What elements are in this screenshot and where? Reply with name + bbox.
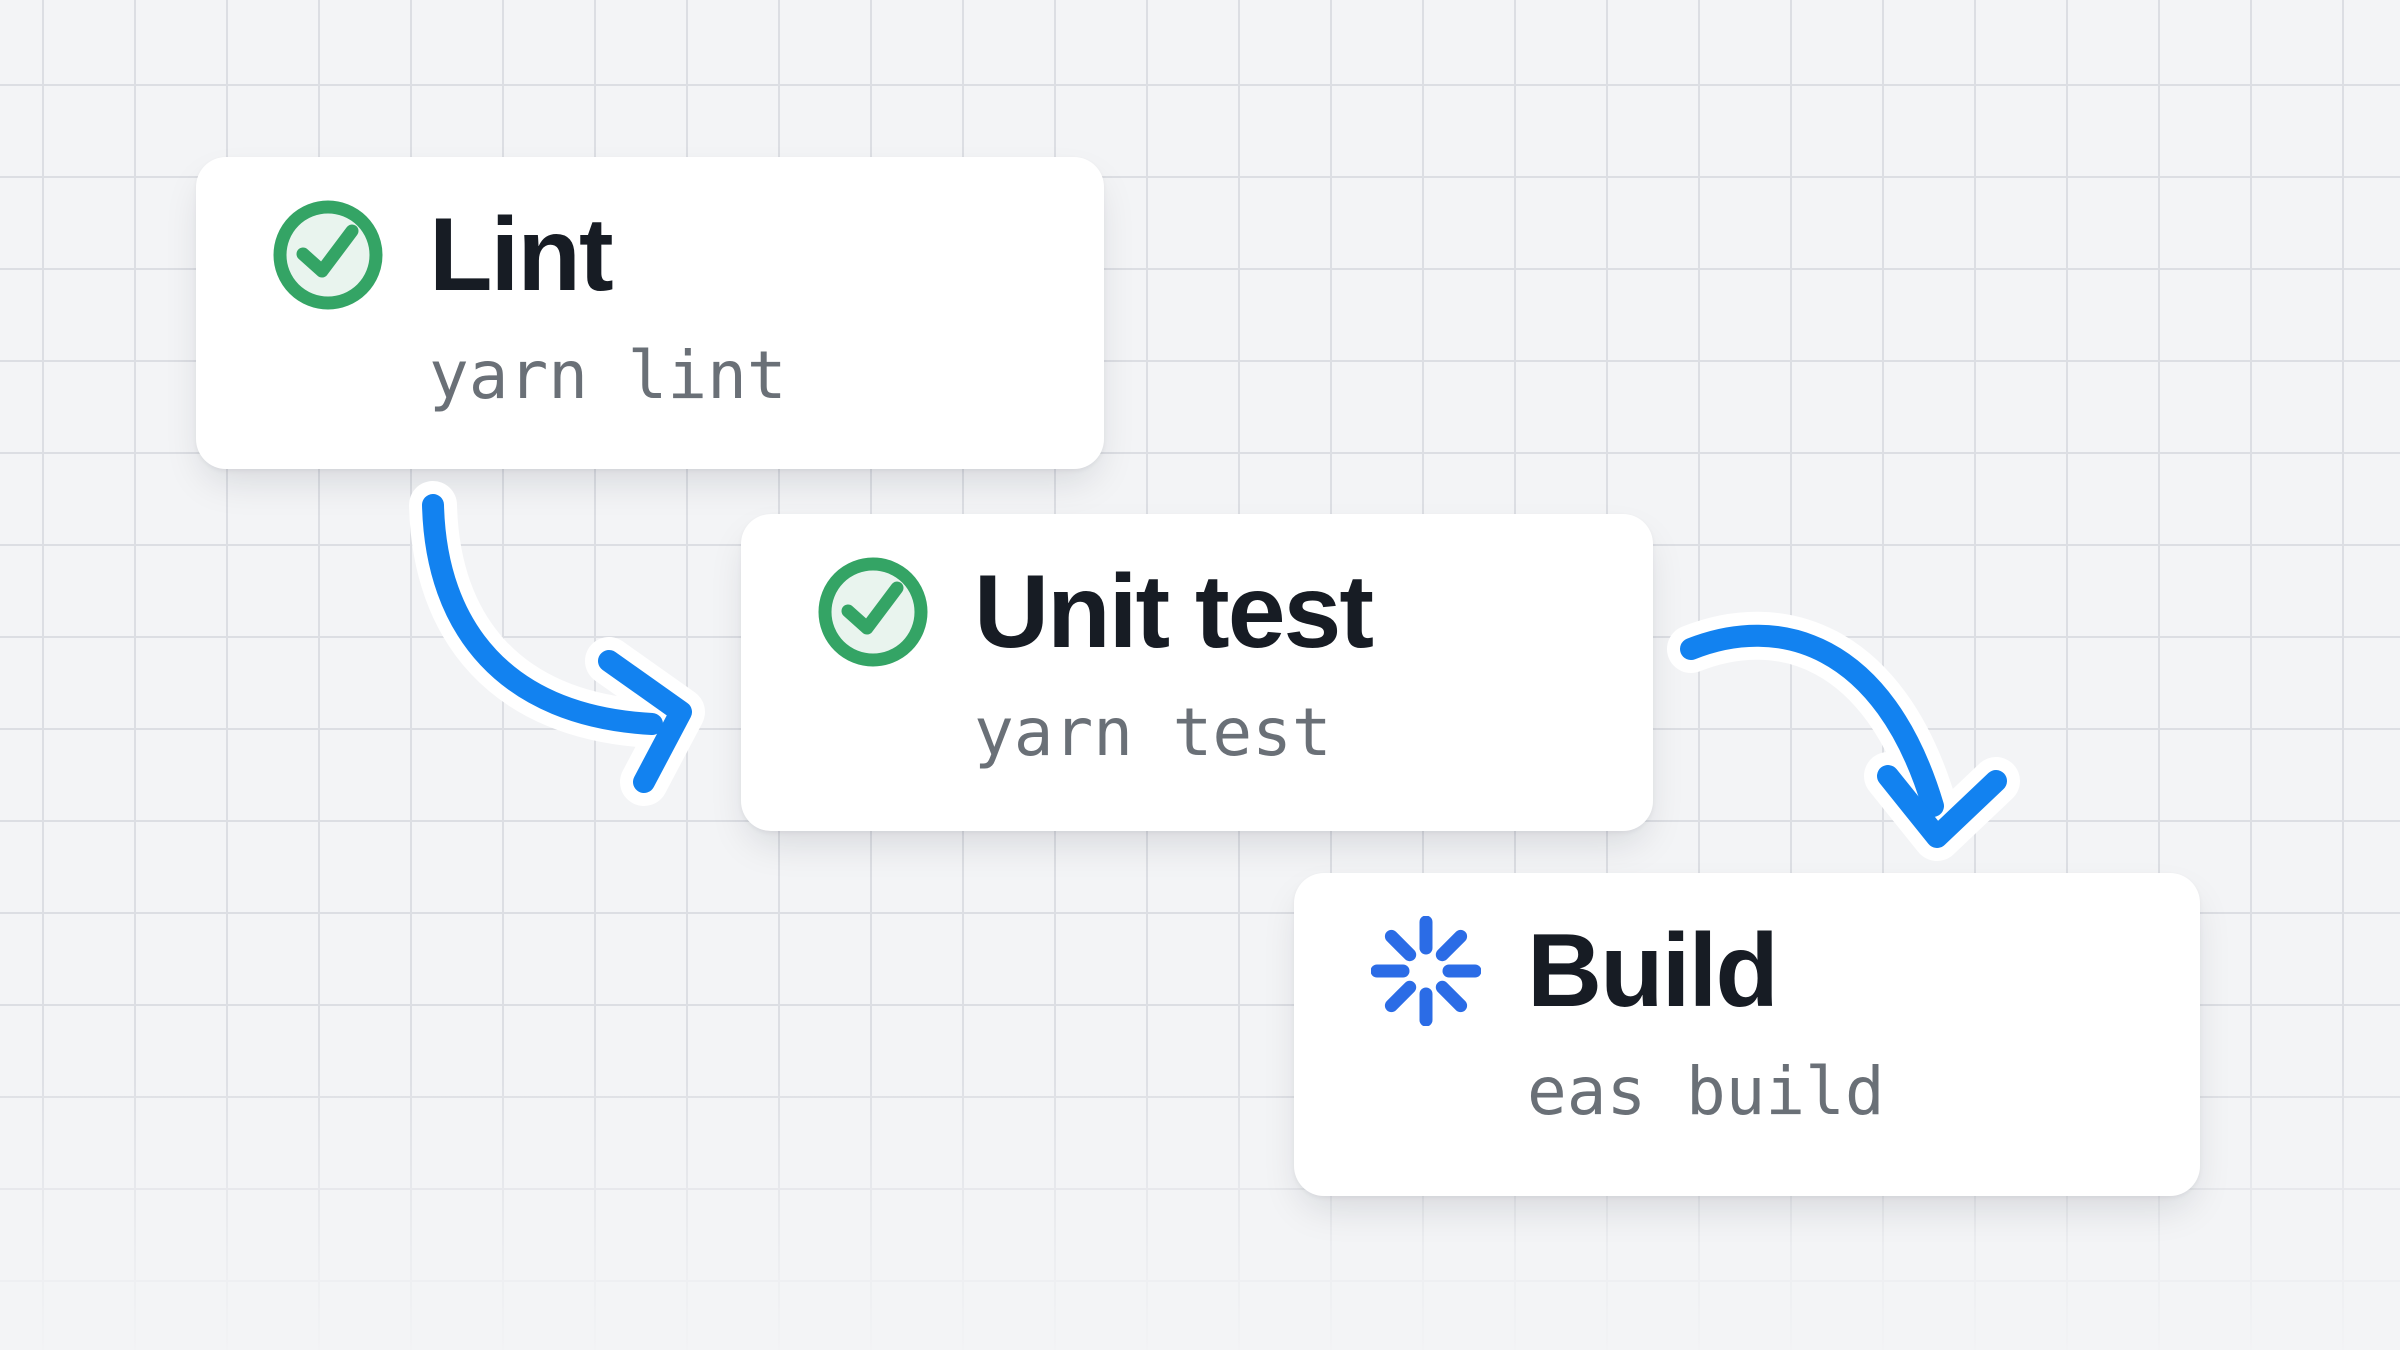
arrow-lint-to-unit-halo — [409, 481, 676, 748]
node-command: eas build — [1527, 1053, 1885, 1130]
arrow-lint-to-unit — [422, 494, 663, 735]
arrow-unit-to-build — [1680, 624, 1944, 817]
pipeline-node-build: Build eas build — [1294, 873, 2200, 1196]
check-circle-icon — [273, 200, 383, 310]
pipeline-node-lint: Lint yarn lint — [196, 157, 1104, 469]
node-title: Lint — [429, 197, 614, 313]
node-title: Unit test — [974, 554, 1374, 670]
check-circle-icon — [818, 557, 928, 667]
pipeline-node-unit-test: Unit test yarn test — [741, 514, 1653, 831]
arrowhead-lint-to-unit-halo — [585, 637, 705, 806]
node-command: yarn test — [974, 694, 1332, 771]
node-title: Build — [1527, 913, 1779, 1029]
spinner-icon — [1371, 916, 1481, 1026]
arrowhead-lint-to-unit — [598, 650, 692, 793]
arrowhead-unit-to-build — [1877, 765, 2007, 848]
arrowhead-unit-to-build-halo — [1864, 752, 2020, 861]
arrow-unit-to-build-halo — [1667, 611, 1957, 830]
node-command: yarn lint — [429, 337, 787, 414]
